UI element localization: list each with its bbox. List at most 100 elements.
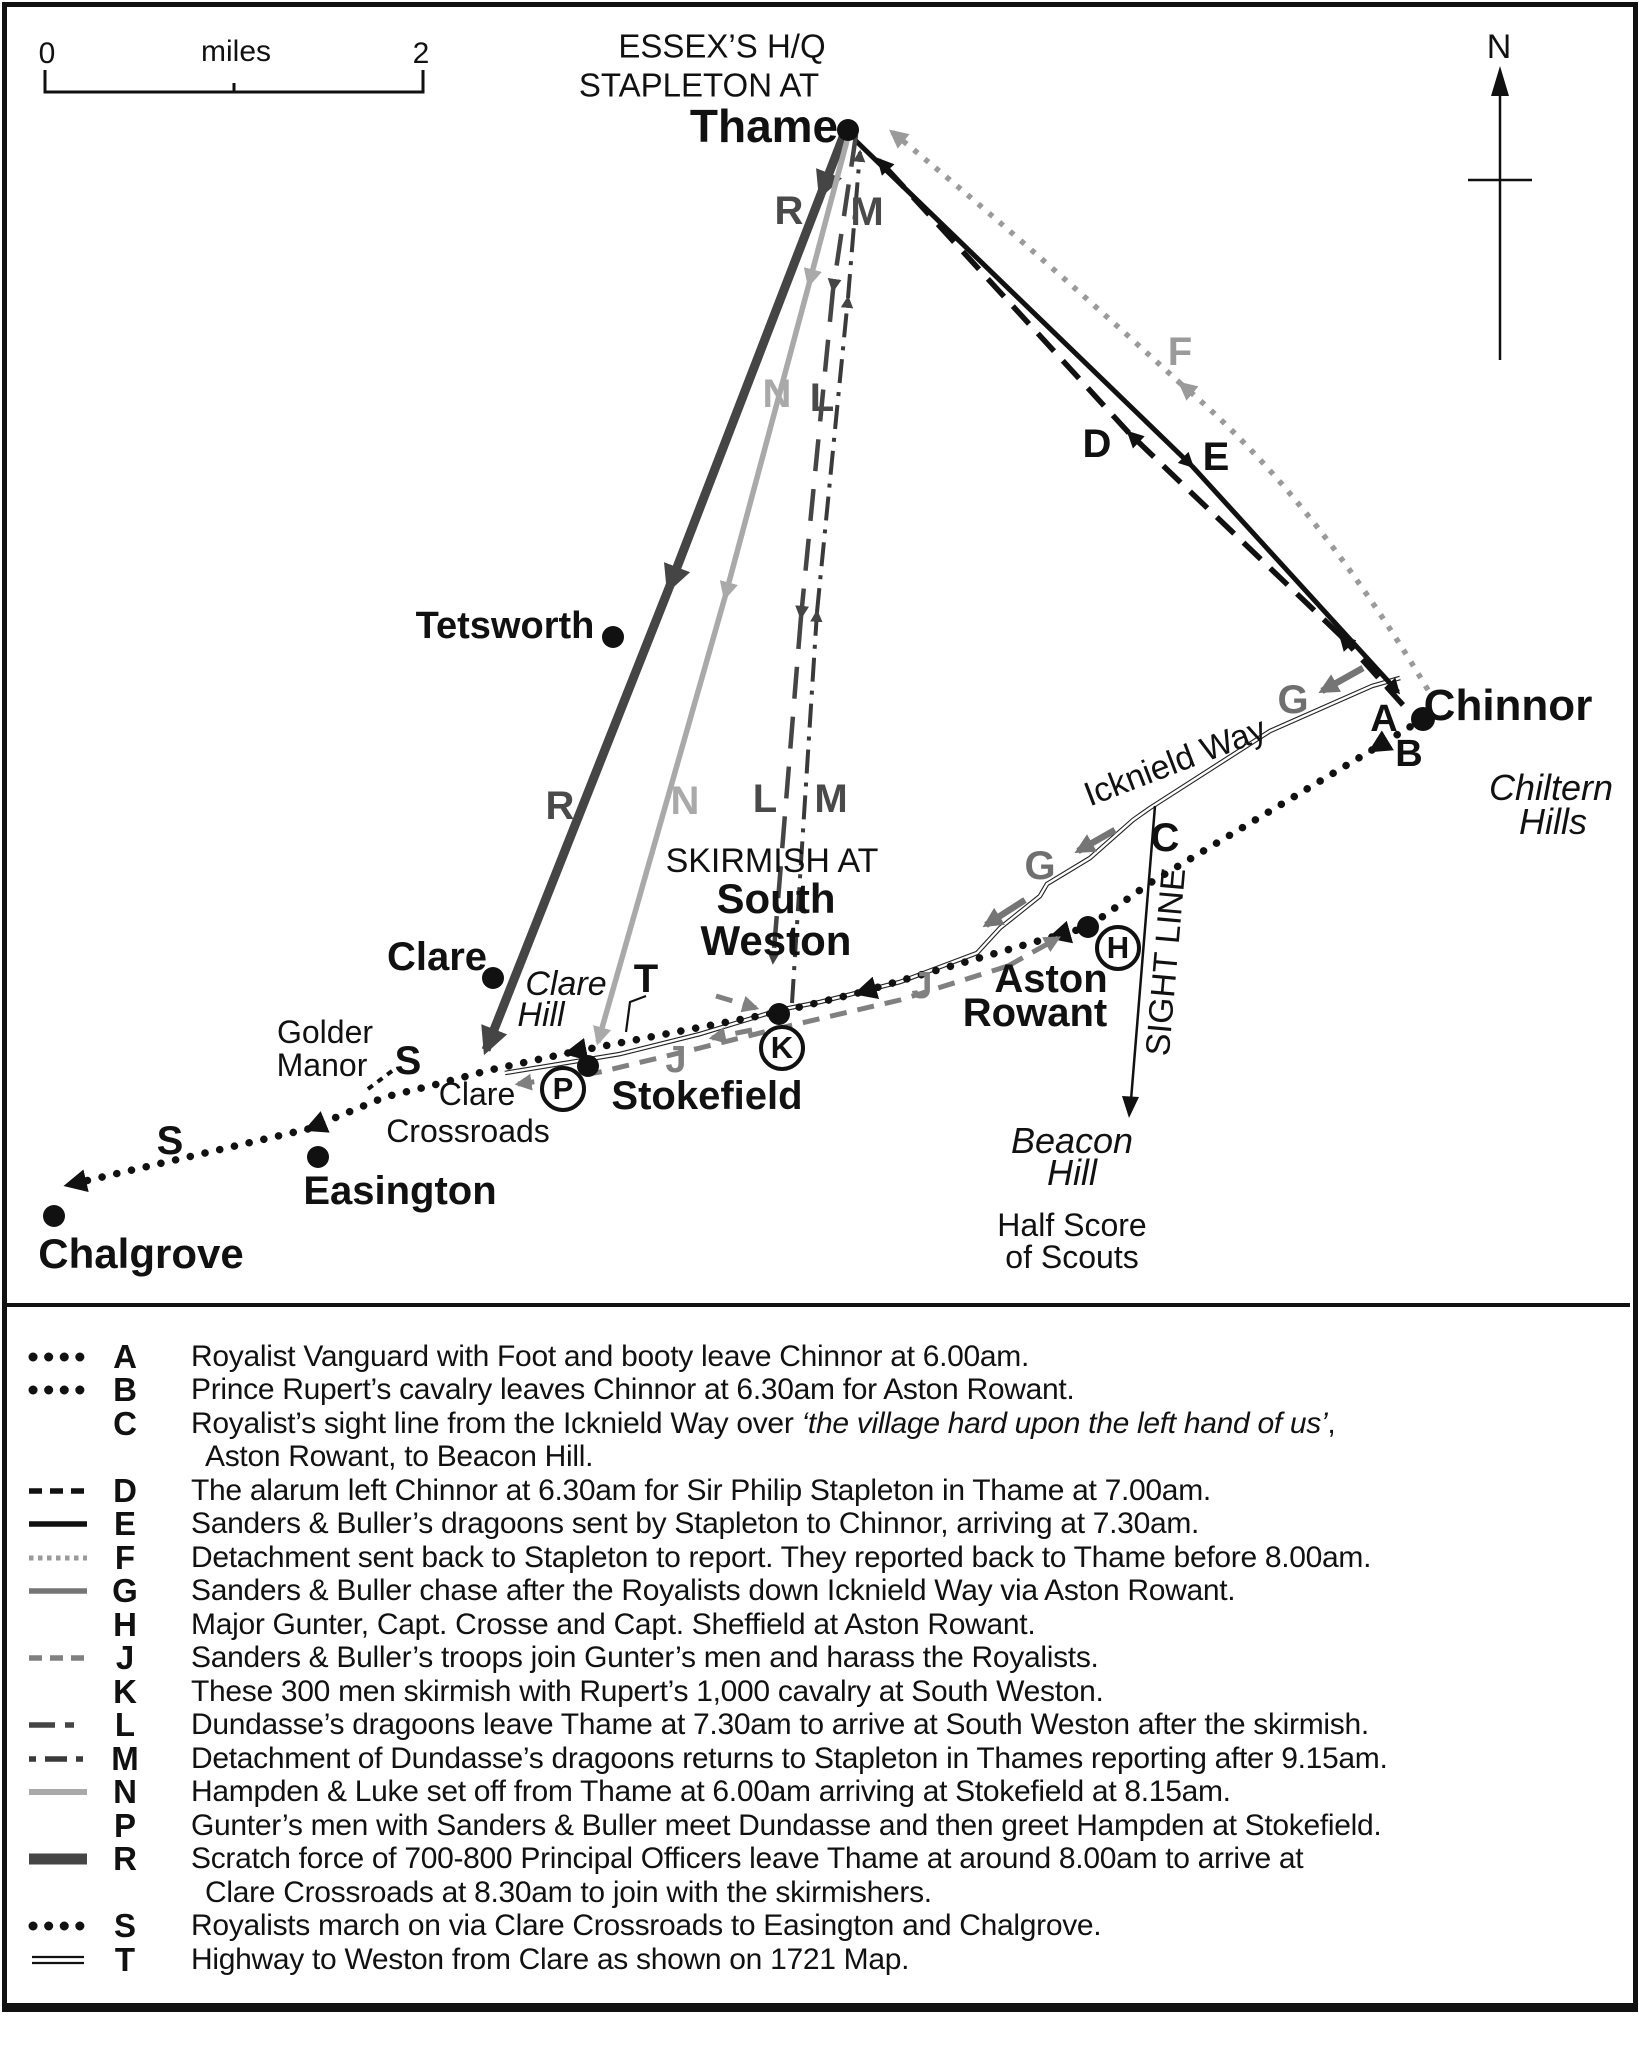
no-glyph (26, 1684, 90, 1700)
place-chinnor: Chinnor (1423, 681, 1593, 730)
scale-two: 2 (412, 37, 430, 70)
feature-chiltern-line1: Chiltern (1488, 767, 1614, 808)
legend-text-cont: Clare Crossroads at 8.30am to join with … (205, 1875, 932, 1909)
route-r (481, 130, 850, 1056)
feature-chiltern-line2: Hills (1519, 801, 1587, 842)
half-score-line1: Half Score (997, 1207, 1147, 1243)
hq-label-line2: STAPLETON AT (578, 66, 820, 104)
route-letter-n-top: N (762, 372, 792, 416)
legend-letter: T (114, 1940, 136, 1978)
legend-row-n: N Hampden & Luke set off from Thame at 6… (0, 1773, 1639, 1810)
legend-text: Royalists march on via Clare Crossroads … (191, 1909, 1102, 1943)
legend-letter: C (113, 1404, 137, 1442)
legend-text: Detachment of Dundasse’s dragoons return… (191, 1741, 1388, 1775)
legend-row-l: L Dundasse’s dragoons leave Thame at 7.3… (0, 1706, 1639, 1744)
legend-row-e: E Sanders & Buller’s dragoons sent by St… (0, 1505, 1639, 1543)
no-glyph (26, 1885, 90, 1901)
route-l (766, 134, 859, 965)
clare-crossroads-line2: Crossroads (386, 1113, 550, 1149)
scale-unit: miles (200, 35, 272, 68)
legend-text: Prince Rupert’s cavalry leaves Chinnor a… (191, 1373, 1075, 1407)
no-glyph (26, 1617, 90, 1633)
dark-dashdot-line-icon (29, 1756, 87, 1762)
place-aston-rowant-line2: Rowant (962, 991, 1108, 1035)
legend-row-c-cont: Aston Rowant, to Beacon Hill. (0, 1440, 1639, 1475)
route-letter-b: B (1395, 733, 1423, 775)
legend-letter: K (113, 1672, 137, 1710)
legend-text: Hampden & Luke set off from Thame at 6.0… (191, 1775, 1231, 1809)
north-compass-icon (1468, 66, 1532, 360)
legend-row-g: G Sanders & Buller chase after the Royal… (0, 1572, 1639, 1610)
legend-row-s: S Royalists march on via Clare Crossroad… (0, 1907, 1639, 1945)
feature-clare-hill-line2: Hill (517, 996, 565, 1034)
circled-letter-k: K (759, 1025, 805, 1071)
map-legend-divider (7, 1303, 1630, 1307)
feature-beacon-line1: Beacon (1010, 1120, 1134, 1161)
legend-text: Major Gunter, Capt. Crosse and Capt. She… (191, 1607, 1036, 1641)
route-g (982, 665, 1365, 928)
gray-dotted-line-icon (29, 1555, 87, 1561)
lightgray-solid-line-icon (29, 1789, 87, 1796)
legend-row-a: A Royalist Vanguard with Foot and booty … (0, 1337, 1639, 1375)
legend-row-r: R Scratch force of 700-800 Principal Off… (0, 1840, 1639, 1878)
bold-dotted-line-icon (28, 1921, 89, 1931)
place-stokefield: Stokefield (611, 1074, 803, 1118)
route-letter-m-mid: M (814, 777, 848, 821)
gray-dashed-line-icon (29, 1655, 87, 1661)
legend-text: Royalist’s sight line from the Icknield … (191, 1406, 1336, 1441)
circled-letter-h: H (1095, 925, 1141, 971)
place-south-weston-line1: South (716, 875, 836, 922)
legend-letter: A (113, 1337, 137, 1375)
circled-letter-p: P (540, 1066, 586, 1112)
route-letter-j2: J (665, 1039, 687, 1081)
legend-text: Sanders & Buller’s troops join Gunter’s … (191, 1641, 1099, 1675)
legend-letter: E (113, 1505, 136, 1543)
no-glyph (26, 1818, 90, 1834)
legend-letter: J (115, 1639, 135, 1677)
route-letter-l-mid: L (752, 777, 778, 821)
route-letter-g2: G (1024, 844, 1056, 888)
route-letter-e: E (1202, 435, 1230, 479)
place-south-weston-line2: Weston (700, 917, 852, 964)
legend-letter: G (112, 1572, 138, 1610)
legend-letter: L (114, 1706, 136, 1744)
legend-text: Royalist Vanguard with Foot and booty le… (191, 1339, 1030, 1373)
legend-text-post: , (1327, 1406, 1336, 1440)
bold-dotted-line-icon (28, 1385, 89, 1395)
route-royalists-dotted (63, 715, 1427, 1193)
legend-text: Gunter’s men with Sanders & Buller meet … (191, 1808, 1382, 1842)
legend-text: These 300 men skirmish with Rupert’s 1,0… (191, 1674, 1104, 1708)
route-letter-r-top: R (774, 189, 804, 233)
route-f (889, 129, 1431, 692)
golder-manor-tick (366, 1069, 394, 1091)
legend-row-b: B Prince Rupert’s cavalry leaves Chinnor… (0, 1371, 1639, 1409)
route-letter-c: C (1150, 816, 1180, 860)
legend-text-quote: ‘the village hard upon the left hand of … (801, 1406, 1328, 1440)
legend: A Royalist Vanguard with Foot and booty … (0, 1337, 1639, 1978)
scale-zero: 0 (38, 37, 56, 70)
legend-letter: S (113, 1907, 136, 1945)
black-dashed-line-icon (29, 1488, 87, 1494)
legend-letter: R (113, 1840, 137, 1878)
route-letter-m-top: M (850, 190, 884, 234)
route-letter-n-mid: N (670, 779, 700, 823)
route-letter-l-top: L (809, 376, 835, 420)
legend-row-h: H Major Gunter, Capt. Crosse and Capt. S… (0, 1606, 1639, 1643)
compass-n-label: N (1486, 28, 1512, 66)
bold-dotted-line-icon (28, 1352, 89, 1362)
place-thame: Thame (689, 100, 839, 152)
legend-text: Dundasse’s dragoons leave Thame at 7.30a… (191, 1708, 1369, 1742)
route-letter-d: D (1082, 422, 1112, 466)
route-letter-s1: S (394, 1039, 422, 1083)
legend-text: Detachment sent back to Stapleton to rep… (191, 1540, 1372, 1574)
legend-text: Sanders & Buller’s dragoons sent by Stap… (191, 1507, 1200, 1541)
skirmish-label: SKIRMISH AT (665, 842, 879, 880)
legend-row-r-cont: Clare Crossroads at 8.30am to join with … (0, 1876, 1639, 1910)
clare-crossroads-line1: Clare (438, 1076, 516, 1112)
legend-text: Scratch force of 700-800 Principal Offic… (191, 1842, 1304, 1876)
hq-label-line1: ESSEX’S H/Q (618, 27, 826, 65)
feature-clare-hill-line1: Clare (525, 965, 607, 1003)
legend-letter: B (113, 1371, 137, 1409)
